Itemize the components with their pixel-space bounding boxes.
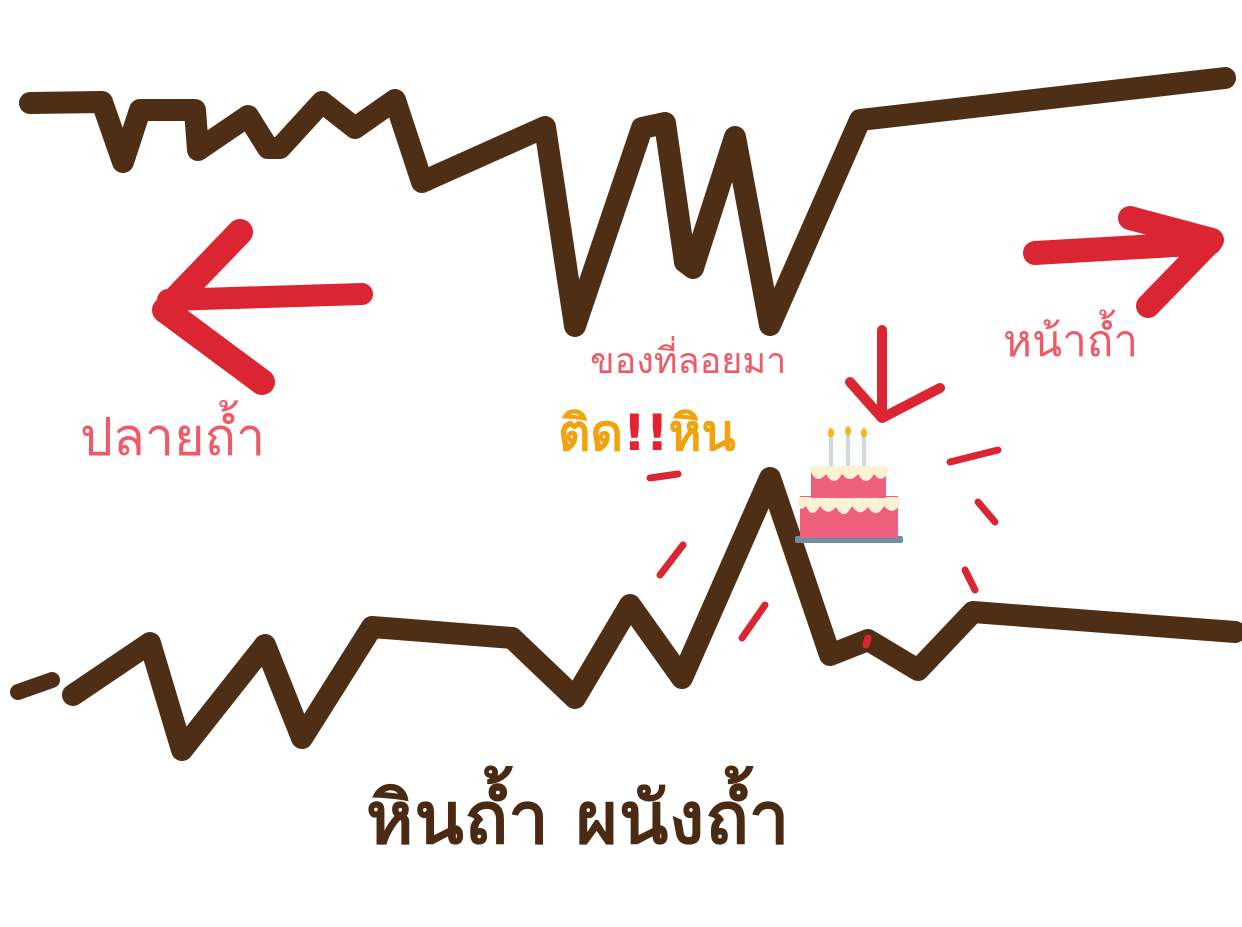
- stuck-word: ติด: [558, 404, 623, 462]
- exclamation-marks: !!: [622, 404, 669, 462]
- left-arrow-icon: [152, 219, 373, 395]
- floating-things-label: ของที่ลอยมา: [590, 341, 787, 382]
- cave-tail-label: ปลายถ้ำ: [80, 408, 266, 468]
- emphasis-dashes: [646, 446, 1002, 649]
- birthday-cake-icon: [795, 426, 903, 543]
- cave-mouth-label: หน้าถ้ำ: [1003, 316, 1139, 367]
- rock-word: หิน: [668, 404, 736, 462]
- down-arrow-icon: [845, 325, 945, 423]
- upper-cave-wall: [19, 67, 1236, 337]
- rock-fragment: [10, 672, 60, 700]
- stuck-on-rock-label: ติด!!หิน: [558, 408, 736, 458]
- right-arrow-icon: [1023, 206, 1224, 318]
- cave-walls-label: หินถ้ำ ผนังถ้ำ: [366, 776, 791, 860]
- lower-cave-wall: [62, 467, 1242, 761]
